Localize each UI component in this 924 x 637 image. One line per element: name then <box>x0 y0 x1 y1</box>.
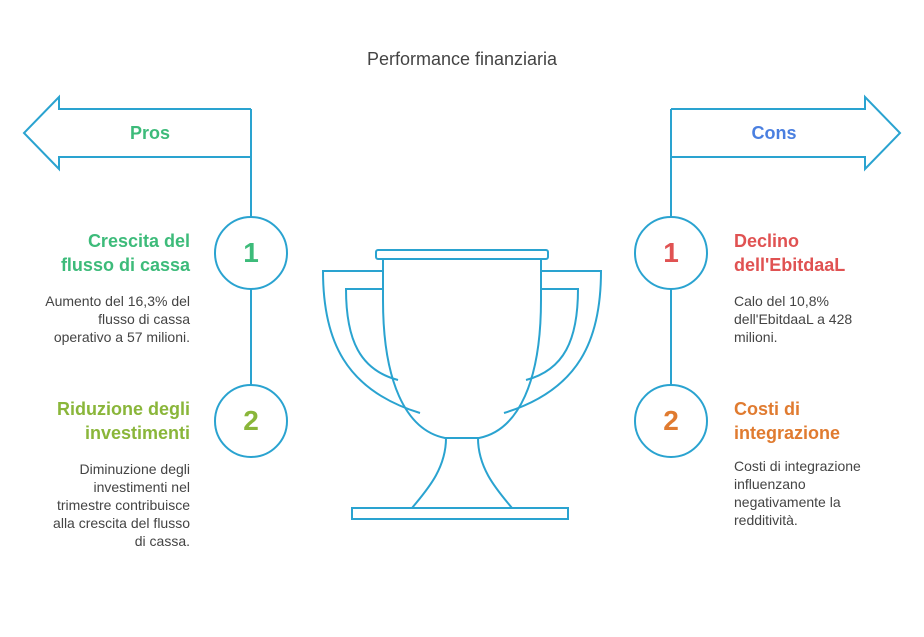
cons-number-circle-1 <box>634 216 708 290</box>
cons-item-2-text: Costi di integrazione influenzano negati… <box>734 458 861 528</box>
cons-item-2-heading: Costi di integrazione <box>734 399 841 443</box>
page-title: Performance finanziaria <box>366 49 558 69</box>
pros-item-1-text: Aumento del 16,3% del flusso di cassa op… <box>45 293 190 345</box>
pros-number-circle-1 <box>214 216 288 290</box>
pros-number-circle-2 <box>214 384 288 458</box>
cons-item-1-heading: Declino dell'EbitdaaL <box>734 231 846 275</box>
pros-number-2: 2 <box>243 405 259 436</box>
cons-number-2: 2 <box>663 405 679 436</box>
pros-label: Pros <box>129 123 171 143</box>
cons-number-1: 1 <box>663 237 679 268</box>
cons-label: Cons <box>751 123 797 143</box>
arrow-right-icon <box>671 94 902 172</box>
pros-item-2-heading: Riduzione degli investimenti <box>57 399 190 443</box>
arrow-left-icon <box>22 94 251 172</box>
cons-item-1-text: Calo del 10,8% dell'EbitdaaL a 428 milio… <box>734 293 853 345</box>
cons-number-circle-2 <box>634 384 708 458</box>
trophy-icon <box>321 249 603 520</box>
pros-number-1: 1 <box>243 237 259 268</box>
pros-item-1-heading: Crescita del flusso di cassa <box>60 231 190 275</box>
pros-item-2-text: Diminuzione degli investimenti nel trime… <box>53 461 190 549</box>
